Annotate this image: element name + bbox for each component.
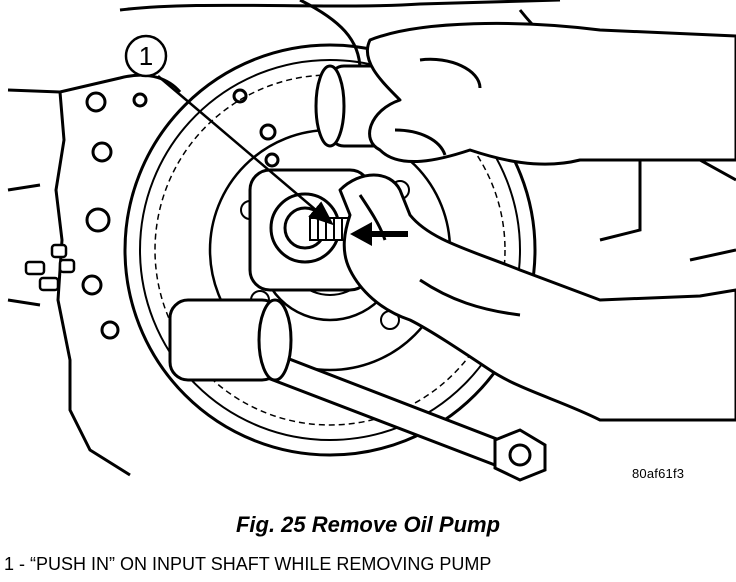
legend-separator: - (19, 554, 26, 574)
side-bolts (24, 243, 76, 292)
illustration: 1 (7, 0, 736, 482)
upper-hand (365, 21, 736, 166)
lower-hand (338, 173, 736, 422)
image-reference-code: 80af61f3 (632, 466, 685, 481)
legend-number: 1 (4, 554, 15, 574)
lower-slide-hammer (168, 298, 547, 482)
legend-text: “PUSH IN” ON INPUT SHAFT WHILE REMOVING … (30, 554, 492, 574)
figure-title: Fig. 25 Remove Oil Pump (235, 512, 501, 537)
callout-1: 1 (124, 34, 334, 226)
left-flange (7, 73, 280, 477)
push-arrow (350, 222, 408, 246)
legend-item: 1 - “PUSH IN” ON INPUT SHAFT WHILE REMOV… (4, 554, 491, 575)
callout-1-leader (157, 75, 334, 226)
callout-1-number: 1 (139, 41, 153, 71)
